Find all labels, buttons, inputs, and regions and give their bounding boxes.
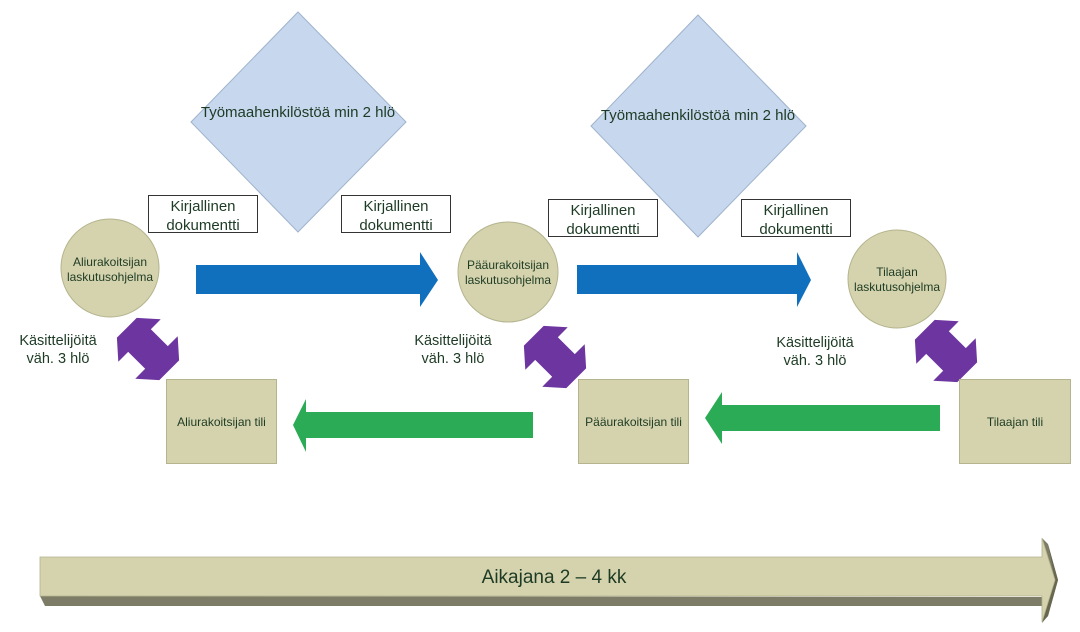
purple-double-arrow-3	[914, 319, 978, 383]
document-line2: dokumentti	[359, 216, 433, 234]
document-box-3: Kirjallinen dokumentti	[548, 199, 658, 238]
timeline-arrow	[39, 537, 1058, 623]
account-main-contractor: Pääurakoitsijan tili	[578, 379, 689, 464]
billing-label-client: Tilaajan laskutusohjelma	[842, 265, 952, 295]
handlers-label-1: Käsittelijöitä väh. 3 hlö	[0, 332, 123, 368]
account-label: Aliurakoitsijan tili	[177, 414, 266, 429]
blue-arrow-2	[577, 252, 811, 307]
handlers-line1: Käsittelijöitä	[19, 333, 97, 349]
handlers-line2: väh. 3 hlö	[783, 353, 847, 370]
document-line1: Kirjallinen	[570, 202, 636, 219]
staff-label-2: Työmaahenkilöstöä min 2 hlö	[600, 107, 796, 124]
document-line2: dokumentti	[166, 216, 240, 234]
subcontractor-billing-circle	[60, 218, 160, 318]
green-arrow-2	[705, 392, 940, 444]
billing-line1: Pääurakoitsijan	[466, 258, 550, 272]
account-client: Tilaajan tili	[959, 379, 1071, 464]
main-contractor-billing-circle	[457, 221, 559, 323]
client-billing-circle	[847, 229, 947, 329]
handlers-line2: väh. 3 hlö	[421, 351, 485, 368]
handlers-line1: Käsittelijöitä	[776, 335, 854, 351]
billing-line2: laskutusohjelma	[464, 273, 552, 287]
billing-label-main-contractor: Pääurakoitsijan laskutusohjelma	[453, 258, 563, 288]
green-arrow-1	[293, 399, 533, 452]
billing-label-subcontractor: Aliurakoitsijan laskutusohjelma	[55, 255, 165, 285]
account-label: Tilaajan tili	[986, 414, 1044, 429]
document-line1: Kirjallinen	[363, 198, 429, 215]
timeline-label: Aikajana 2 – 4 kk	[481, 567, 627, 588]
document-box-2: Kirjallinen dokumentti	[341, 195, 451, 234]
billing-line1: Tilaajan	[876, 265, 918, 279]
document-line1: Kirjallinen	[170, 198, 236, 215]
handlers-line1: Käsittelijöitä	[414, 333, 492, 349]
blue-arrow-1	[196, 252, 438, 307]
staff-diamond-2	[590, 14, 807, 238]
account-label: Pääurakoitsijan tili	[585, 414, 682, 429]
staff-diamond-1	[190, 11, 407, 233]
handlers-label-3: Käsittelijöitä väh. 3 hlö	[750, 334, 880, 370]
purple-double-arrow-2	[523, 325, 587, 389]
document-line1: Kirjallinen	[763, 202, 829, 219]
account-subcontractor: Aliurakoitsijan tili	[166, 379, 277, 464]
handlers-line2: väh. 3 hlö	[26, 351, 90, 368]
handlers-label-2: Käsittelijöitä väh. 3 hlö	[388, 332, 518, 368]
document-line2: dokumentti	[759, 220, 833, 238]
billing-line1: Aliurakoitsijan	[72, 255, 148, 269]
purple-double-arrow-1	[116, 317, 180, 381]
document-box-1: Kirjallinen dokumentti	[148, 195, 258, 234]
staff-label-1: Työmaahenkilöstöä min 2 hlö	[200, 104, 396, 121]
billing-line2: laskutusohjelma	[66, 270, 154, 284]
billing-line2: laskutusohjelma	[853, 280, 941, 294]
document-line2: dokumentti	[566, 220, 640, 238]
document-box-4: Kirjallinen dokumentti	[741, 199, 851, 238]
